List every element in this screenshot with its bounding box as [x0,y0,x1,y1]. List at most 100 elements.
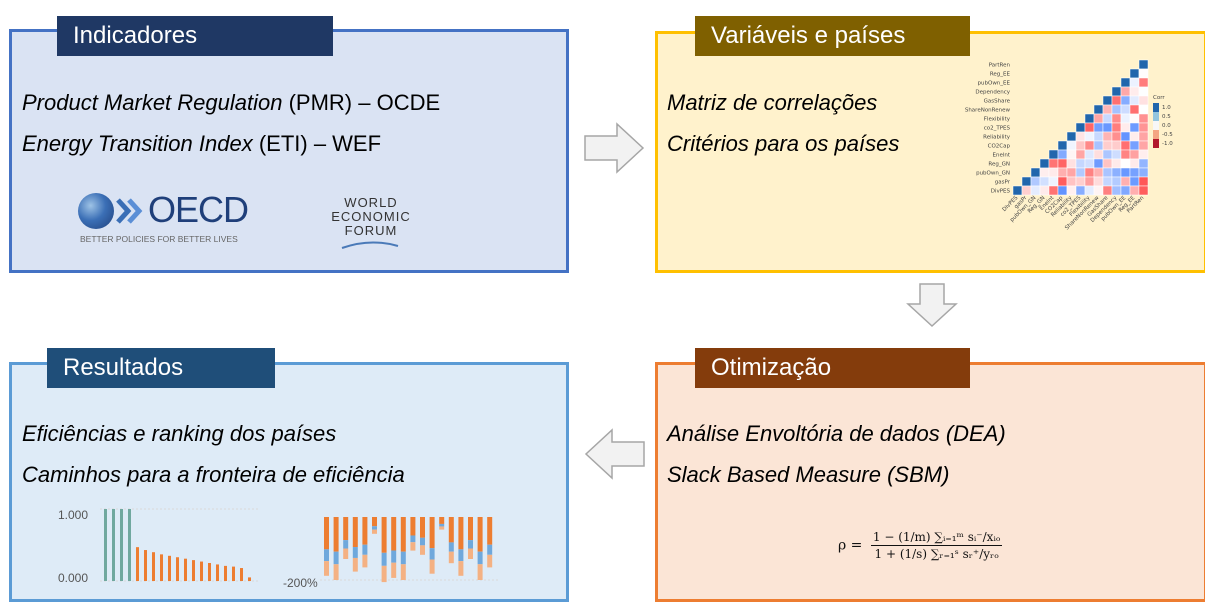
chart2-ymin-label: -200% [283,576,318,590]
matrix-row-label: co2_TPES [984,126,1011,132]
matrix-cell [1039,185,1050,196]
pmr-name: Product Market Regulation [22,90,283,115]
chart2-bar-segment [372,517,377,527]
chart1-bar [232,566,235,581]
matrix-cell [1102,176,1113,187]
chart2-bar-segment [400,551,406,565]
matrix-cell [1075,167,1086,178]
matrix-cell [1039,176,1050,187]
chart2-bar-segment [410,542,416,551]
chart1-bar [184,558,187,581]
wef-logo-line1: WORLD [344,195,398,210]
matrix-cell [1066,140,1077,151]
matrix-cell [1084,122,1095,133]
variaveis-title: Variáveis e países [695,16,970,56]
matrix-cell [1030,185,1041,196]
matrix-cell [1138,59,1149,70]
chart1-bar [112,509,115,581]
matrix-cell [1111,176,1122,187]
pmr-source: (PMR) – OCDE [282,90,441,115]
chart1-bar [128,509,131,581]
efficiency-bar-chart [100,508,260,582]
matrix-cell [1138,113,1149,124]
chart2-bar-segment [429,559,435,574]
matrix-cell [1102,140,1113,151]
matrix-cell [1075,185,1086,196]
matrix-cell [1057,158,1068,169]
matrix-cell [1120,176,1131,187]
chart2-bar-segment [477,551,483,565]
matrix-cell [1129,131,1140,142]
matrix-cell [1093,122,1104,133]
matrix-cell [1129,140,1140,151]
matrix-row-label: ShareNonRenew [965,108,1011,114]
matrix-cell [1111,86,1122,97]
matrix-cell [1057,149,1068,160]
chart2-bar-segment [391,562,397,578]
chart1-bar [192,560,195,581]
wef-logo-line3: FORUM [344,223,398,238]
legend-tick: 0.0 [1162,123,1171,129]
matrix-cell [1102,149,1113,160]
matrix-row-label: Dependency [975,90,1010,96]
matrix-row-label: CO2Cap [988,144,1011,150]
matrix-cell [1048,158,1059,169]
oecd-chevrons-icon [116,198,143,224]
matrix-cell [1030,167,1041,178]
matrix-cell [1102,122,1113,133]
matrix-cell [1120,95,1131,106]
chart1-bar [176,557,179,581]
indicadores-title: Indicadores [57,16,333,56]
chart2-bar-segment [458,561,464,576]
matriz-line: Matriz de correlações [667,90,878,115]
chart2-bar-segment [429,517,435,549]
chart1-bar [104,509,107,581]
matrix-cell [1012,185,1023,196]
chart2-bar-segment [333,551,339,565]
matrix-cell [1084,149,1095,160]
oecd-tagline: BETTER POLICIES FOR BETTER LIVES [80,234,238,244]
chart2-bar-segment [477,564,483,580]
matrix-cell [1129,95,1140,106]
matrix-cell [1129,104,1140,115]
matrix-cell [1093,104,1104,115]
matrix-cell [1111,149,1122,160]
matrix-cell [1102,131,1113,142]
chart1-ymax-label: 1.000 [58,508,89,522]
wef-swoosh-icon [341,241,399,249]
chart2-bar-segment [420,545,425,555]
legend-swatch [1153,139,1159,148]
chart2-bar-segment [391,550,397,563]
pmr-line: Product Market Regulation (PMR) – OCDE [22,90,440,116]
legend-tick: 0.5 [1162,114,1171,120]
chart2-bar-segment [448,542,454,552]
matrix-cell [1129,113,1140,124]
chart2-bar-segment [362,544,368,555]
matrix-row-label: Enelnt [992,153,1010,159]
chart2-bar-segment [487,544,493,555]
chart2-bar-segment [372,529,377,534]
matrix-cell [1111,167,1122,178]
chart2-bar-segment [352,517,358,548]
chart2-bar-segment [468,548,473,559]
matrix-row-label: gasPr [995,180,1011,186]
chart2-bar-segment [343,517,349,541]
matrix-cell [1111,131,1122,142]
matrix-cell [1075,158,1086,169]
chart1-bar [224,565,227,581]
matrix-cell [1084,158,1095,169]
chart2-bar-segment [381,517,387,553]
matrix-cell [1120,122,1131,133]
chart2-bar-segment [333,564,339,580]
chart2-bar-segment [458,549,464,562]
legend-tick: -1.0 [1162,141,1173,147]
matrix-cell [1111,95,1122,106]
legend-tick: -0.5 [1162,132,1173,138]
matrix-cell [1138,185,1149,196]
matrix-cell [1084,185,1095,196]
chart2-bar-segment [487,517,493,545]
chart2-bar-segment [477,517,483,552]
matrix-cell [1093,113,1104,124]
caminhos-line: Caminhos para a fronteira de eficiência [22,462,405,487]
matrix-cell [1075,149,1086,160]
